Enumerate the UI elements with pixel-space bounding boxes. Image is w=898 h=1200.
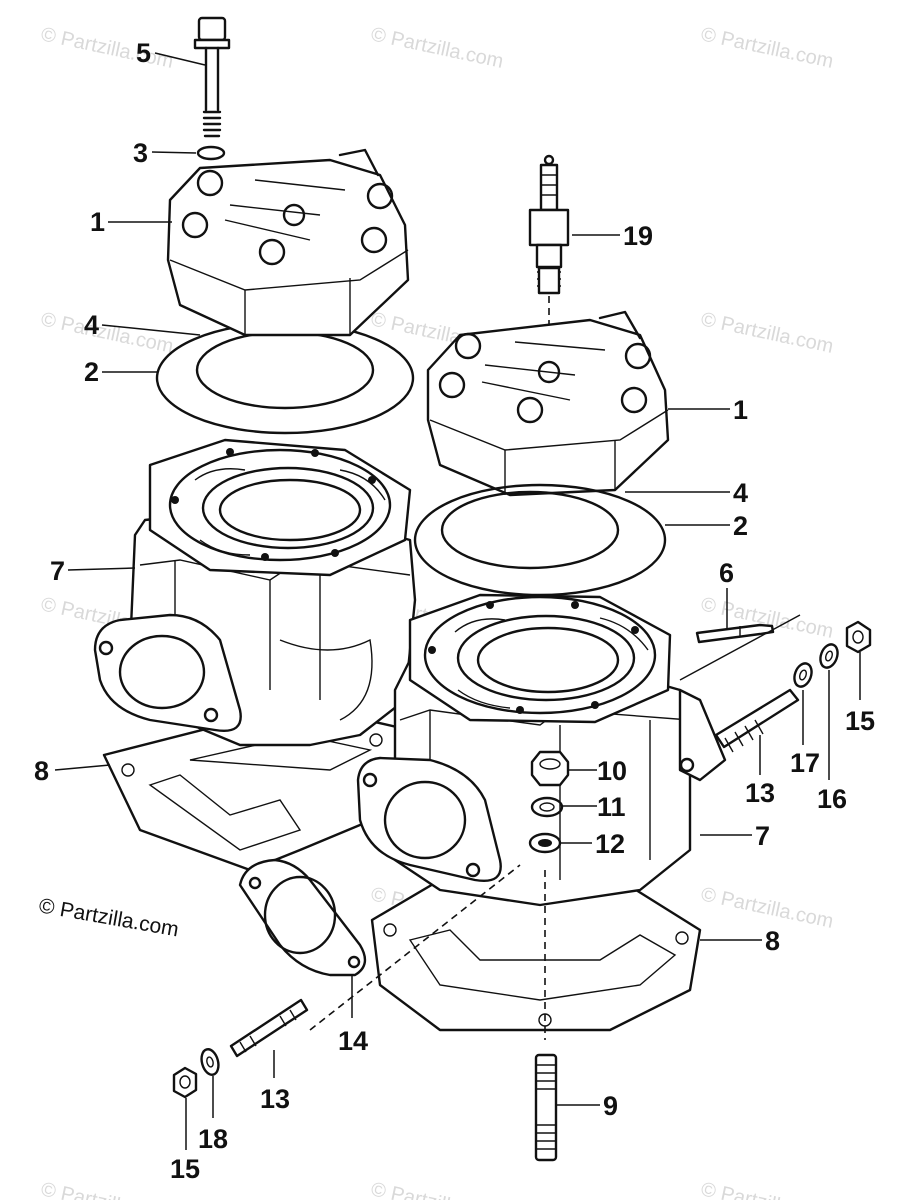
callout-1[interactable]: 1	[733, 395, 748, 425]
left-cylinder-assembly	[93, 16, 422, 872]
callout-4[interactable]: 4	[84, 310, 99, 340]
callout-18[interactable]: 18	[198, 1124, 228, 1154]
callout-3[interactable]: 3	[133, 138, 148, 168]
watermark: © Partzilla.com	[369, 23, 505, 73]
callout-2[interactable]: 2	[733, 511, 748, 541]
watermark: © Partzilla.com	[699, 308, 835, 358]
exhaust-gasket-assembly	[172, 858, 521, 1099]
exhaust-gasket	[238, 858, 367, 977]
callout-17[interactable]: 17	[790, 748, 820, 778]
exhaust-nut-left	[172, 1066, 198, 1099]
spark-plug	[528, 154, 570, 295]
cylinder-head-right	[426, 318, 670, 497]
watermark: © Partzilla.com	[369, 1178, 505, 1200]
callouts: 5 3 1 4 2 7 19 1 4 2 6 15 8 13 17 16 10 …	[34, 38, 875, 1184]
head-bolt	[193, 16, 231, 138]
washer-17	[793, 662, 813, 688]
callout-10[interactable]: 10	[597, 756, 627, 786]
exhaust-flange-right	[356, 756, 502, 882]
callout-6[interactable]: 6	[719, 558, 734, 588]
callout-7[interactable]: 7	[50, 556, 65, 586]
exhaust-nut-right	[845, 620, 872, 654]
callout-12[interactable]: 12	[595, 829, 625, 859]
callout-19[interactable]: 19	[623, 221, 653, 251]
callout-11[interactable]: 11	[597, 792, 626, 822]
right-cylinder-assembly	[356, 154, 872, 1162]
cylinder-top-left	[148, 438, 412, 577]
leader-lines	[54, 52, 861, 1150]
callout-13[interactable]: 13	[745, 778, 775, 808]
callout-1[interactable]: 1	[90, 207, 105, 237]
callout-14[interactable]: 14	[338, 1026, 368, 1056]
callout-5[interactable]: 5	[136, 38, 151, 68]
o-ring-right	[440, 490, 620, 570]
watermark: © Partzilla.com	[39, 308, 175, 358]
callout-13[interactable]: 13	[260, 1084, 290, 1114]
lock-washer-16	[819, 643, 839, 669]
cylinder-top-right	[408, 593, 672, 724]
callout-15[interactable]: 15	[845, 706, 875, 736]
callout-9[interactable]: 9	[603, 1091, 618, 1121]
callout-15[interactable]: 15	[170, 1154, 200, 1184]
callout-4[interactable]: 4	[733, 478, 748, 508]
washer	[196, 145, 226, 161]
watermark: © Partzilla.com	[39, 23, 175, 73]
dowel-pin	[695, 623, 775, 644]
callout-8[interactable]: 8	[34, 756, 49, 786]
watermark: © Partzilla.com	[699, 23, 835, 73]
cylinder-head-left	[166, 158, 410, 337]
exhaust-stud-right	[714, 688, 800, 753]
copyright-notice: © Partzilla.com	[37, 894, 180, 941]
callout-8[interactable]: 8	[765, 926, 780, 956]
watermark: © Partzilla.com	[39, 1178, 175, 1200]
callout-7[interactable]: 7	[755, 821, 770, 851]
callout-2[interactable]: 2	[84, 357, 99, 387]
watermark: © Partzilla.com	[699, 1178, 835, 1200]
lock-washer	[530, 796, 564, 818]
cylinder-nut	[530, 750, 570, 787]
head-gasket-left	[155, 321, 415, 435]
o-ring-left	[195, 330, 375, 410]
exhaust-stud-left	[229, 998, 309, 1058]
callout-16[interactable]: 16	[817, 784, 847, 814]
cylinder-stud	[534, 1053, 558, 1162]
washer-18	[200, 1048, 220, 1076]
exhaust-flange-left	[93, 613, 242, 732]
head-gasket-right	[413, 483, 667, 597]
